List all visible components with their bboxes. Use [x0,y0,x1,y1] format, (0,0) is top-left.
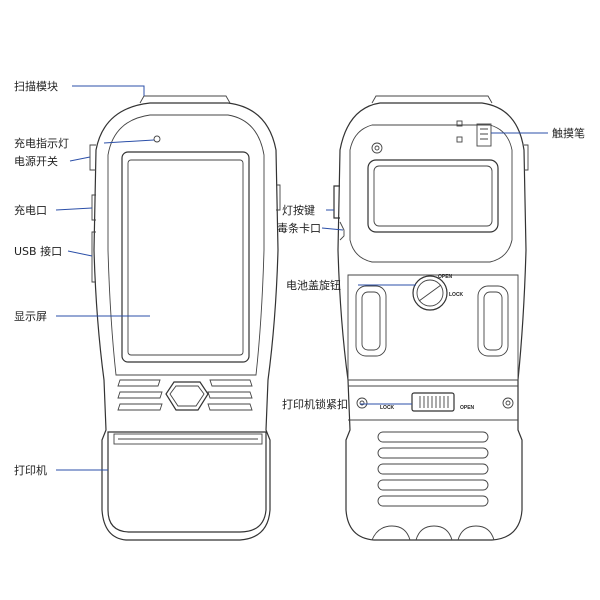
knob-lock-mark: LOCK [449,292,464,298]
label-power-switch: 电源开关 [14,154,58,168]
camera-window [367,159,499,233]
label-scan-module: 扫描模块 [14,79,58,93]
slider-ribs [419,396,449,408]
battery-cover [347,274,519,381]
leader-toxin-slot [321,227,344,231]
knob-open-mark: OPEN [438,274,453,280]
label-printer-lock: 打印机锁紧扣 [282,397,348,411]
screen-bezel [121,151,250,363]
printer-lock-slider [411,392,455,412]
label-battery-knob: 电池盖旋钮 [286,278,341,292]
slider-lock-mark: LOCK [380,405,395,411]
scan-module [139,95,231,104]
printer-slot [113,433,263,445]
leader-scan-module [72,85,145,96]
upper-back-panel [349,124,513,263]
display-screen [127,159,244,356]
leader-charge-indicator [103,139,155,144]
charge-indicator-led [153,135,161,143]
front-grille-left [117,379,163,411]
label-display: 显示屏 [14,310,47,323]
printer-cover [107,431,267,533]
usb-port [91,231,96,283]
back-vent-slots [377,431,489,507]
toxin-card-slot [339,221,345,241]
back-view: OPEN LOCK LOCK OPEN [333,95,529,541]
label-charge-indicator: 充电指示灯 [14,136,69,150]
light-button [333,185,340,219]
back-body-outline [337,102,527,541]
front-inner-contour [107,114,265,376]
home-key [165,381,209,411]
front-body-outline [93,102,279,541]
front-view [89,95,281,541]
leader-usb-port [67,250,93,257]
label-toxin-slot: 毒条卡口 [277,221,321,235]
battery-knob [412,275,448,311]
label-printer: 打印机 [14,463,47,477]
right-side-button [276,184,281,211]
label-light-button: 灯按键 [282,203,315,217]
leader-power-switch [69,156,91,162]
leader-charging-port [55,207,93,211]
front-grille-right [207,379,253,411]
stylus [476,123,492,147]
front-leaders [55,85,155,471]
slider-open-mark: OPEN [460,405,475,411]
charging-port [91,194,96,221]
back-leaders [321,132,548,405]
label-stylus: 触摸笔 [552,126,585,140]
label-usb-port: USB 接口 [14,245,62,258]
label-charging-port: 充电口 [14,203,47,217]
